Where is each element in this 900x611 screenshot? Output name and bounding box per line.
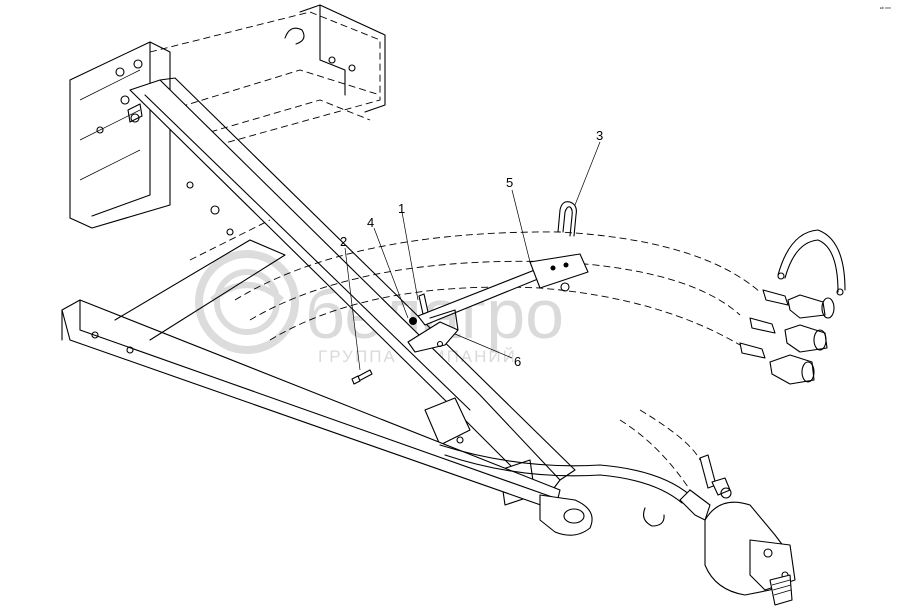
- lower-frame-rail: [61, 219, 561, 511]
- u-bolt-3: [557, 201, 577, 237]
- callout-4: 4: [367, 215, 374, 230]
- corner-mark: ᵉᵇ ᵒᵒᵒ: [880, 6, 891, 12]
- bolt-2: [351, 369, 373, 385]
- callout-2: 2: [340, 234, 347, 249]
- callout-3: 3: [596, 128, 603, 143]
- hydraulic-hoses: [234, 231, 761, 504]
- callout-5: 5: [506, 175, 513, 190]
- hydraulic-pump: [643, 454, 796, 606]
- leader-lines: [344, 141, 601, 371]
- mounting-frame: [69, 4, 386, 229]
- callout-6: 6: [514, 354, 521, 369]
- callout-1: 1: [398, 201, 405, 216]
- hitch-eye: [539, 494, 593, 536]
- hose-bracket-assembly: [407, 253, 589, 353]
- quick-couplers: [739, 229, 846, 385]
